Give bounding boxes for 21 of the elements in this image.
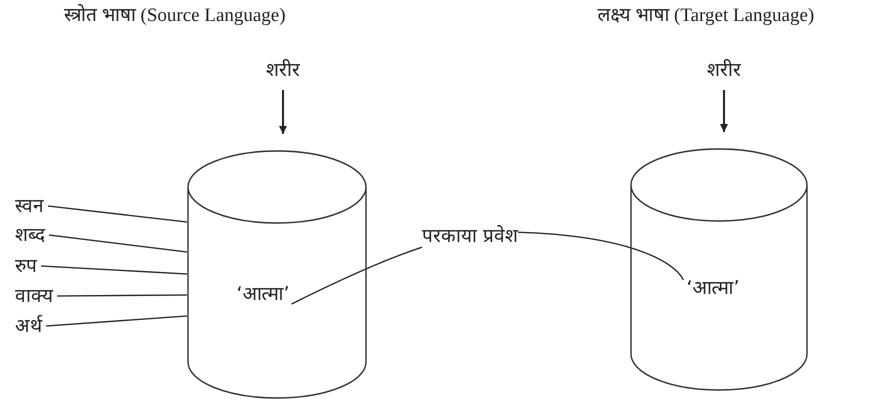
leader-line (48, 234, 188, 253)
arrow (720, 90, 728, 132)
cylinder-shape (630, 148, 808, 391)
node-text: शब्द (15, 223, 45, 247)
node-text: वाक्य (15, 284, 53, 308)
arrow (279, 90, 287, 134)
cylinder-shape (187, 150, 367, 399)
node-text: शरीर (707, 58, 741, 82)
edge-label: परकाया प्रवेश (422, 224, 518, 248)
node-text: शरीर (266, 58, 300, 82)
leader-line (40, 265, 188, 275)
node-text: अर्थ (15, 314, 42, 338)
node-text: ‘आत्मा’ (236, 282, 290, 306)
node-text: रुप (15, 254, 37, 278)
leader-line (57, 294, 187, 297)
leader-line (46, 315, 188, 327)
heading-text: स्त्रोत भाषा (Source Language) (64, 4, 286, 28)
node-text: ‘आत्मा’ (686, 276, 740, 300)
node-text: स्वन (15, 194, 44, 218)
heading-text: लक्ष्य भाषा (Target Language) (598, 4, 814, 28)
leader-line (48, 205, 188, 223)
